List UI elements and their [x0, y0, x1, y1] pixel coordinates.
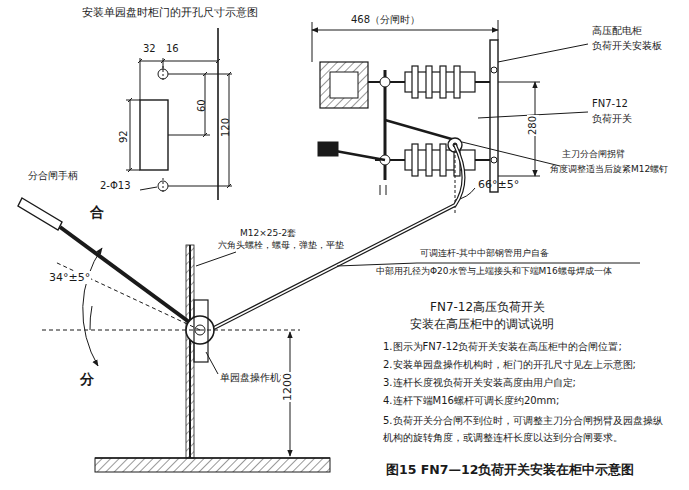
note-item: 2.安装单园盘操作机构时，柜门的开孔尺寸见左上示意图;	[383, 359, 636, 371]
note-item: 1.图示为FN7-12负荷开关安装在高压柜中的合闸位置;	[383, 341, 622, 353]
part-label: 可调连杆-其中中部钢管用户自备	[420, 248, 549, 259]
part-label: 六角头螺栓，螺母，弹垫，平垫	[218, 240, 344, 250]
part-label: 负荷开关安装板	[592, 40, 662, 52]
note-item: 3.连杆长度视负荷开关安装高度由用户自定;	[383, 377, 576, 389]
dimension: 120	[220, 118, 232, 137]
part-label: 负荷开关	[592, 113, 632, 125]
part-label: 主刀分合闸拐臂	[562, 149, 625, 160]
inset-title: 安装单园盘时柜门的开孔尺寸示意图	[82, 6, 258, 19]
part-label: 2-Φ13	[100, 180, 131, 192]
part-label: 中部用孔径为Φ20水管与上端接头和下端M16螺母焊成一体	[376, 266, 612, 277]
direction-label: 分	[80, 371, 94, 388]
part-label: M12×25-2套	[240, 228, 296, 239]
angle-label: 66°±5°	[478, 178, 519, 191]
direction-label: 合	[90, 204, 104, 221]
part-label: FN7-12	[592, 98, 628, 110]
dimension: 92	[118, 130, 130, 143]
part-label: 单园盘操作机构	[220, 372, 290, 384]
dimension: 16	[166, 43, 179, 55]
note-item: 5.负荷开关分合闸不到位时，可调整主刀分合闸拐臂及园盘操纵机构的旋转角度，或调整…	[383, 413, 671, 446]
part-label: 角度调整适当后旋紧M12螺钉	[550, 164, 668, 175]
note-heading: 安装在高压柜中的调试说明	[410, 317, 554, 331]
dimension: 60	[196, 99, 208, 112]
angle-label: 34°±5°	[48, 271, 91, 284]
part-label: 高压配电柜	[592, 25, 642, 37]
note-heading: FN7-12高压负荷开关	[430, 300, 545, 314]
note-item: 4.连杆下端M16螺杆可调长度约20mm;	[383, 395, 559, 407]
dimension: 280	[527, 115, 539, 136]
figure-caption: 图15 FN7—12负荷开关安装在柜中示意图	[386, 462, 634, 477]
part-label: 分合闸手柄	[28, 170, 78, 182]
dimension: 1200	[281, 372, 294, 402]
dimension: 468（分闸时）	[350, 14, 421, 26]
dimension: 32	[143, 43, 156, 55]
